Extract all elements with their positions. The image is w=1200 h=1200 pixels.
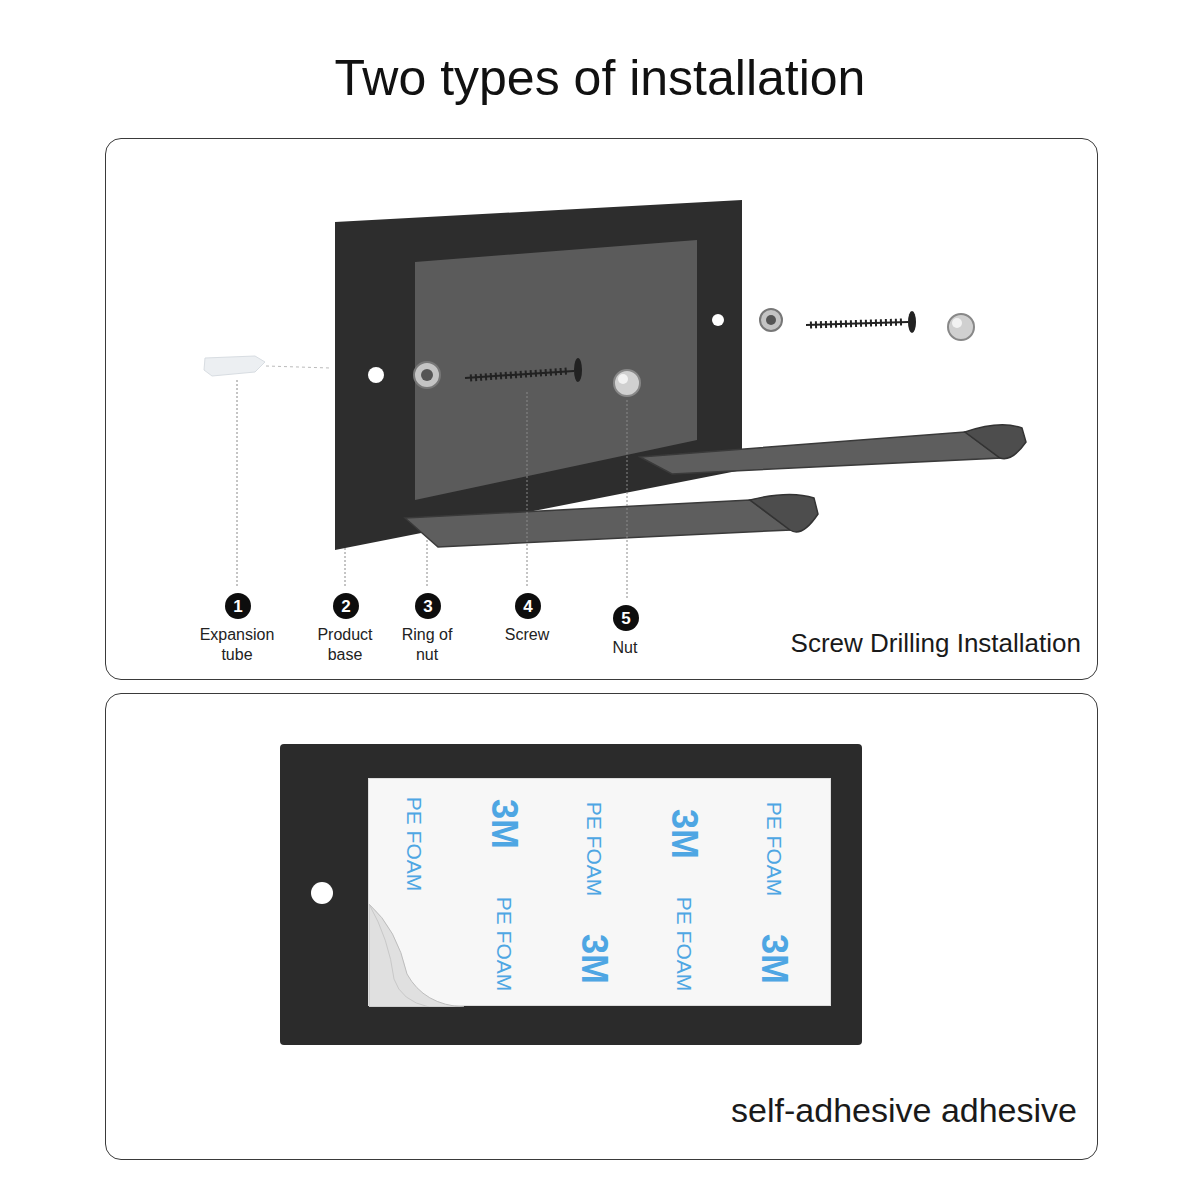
- hook-arm: [405, 494, 818, 547]
- expansion-tube: [204, 356, 265, 376]
- brand-mark: 3M: [486, 799, 522, 849]
- peeled-corner: [369, 904, 429, 1007]
- screw: [908, 311, 916, 333]
- callout-number: 2: [341, 598, 350, 615]
- tape-print: PE FOAM: [404, 797, 425, 892]
- ring-of-nut: [414, 362, 440, 388]
- part-name: Ring of nut: [392, 625, 462, 665]
- hook-arm: [640, 425, 1026, 474]
- nut: [952, 318, 962, 328]
- screw: [470, 371, 568, 378]
- nut: [618, 374, 628, 384]
- brand-mark: 3M: [666, 809, 702, 859]
- mount-hole: [712, 314, 724, 326]
- brand-mark: 3M: [576, 934, 612, 984]
- ring-of-nut: [766, 315, 776, 325]
- callout-number: 5: [621, 610, 630, 627]
- product-base: [280, 744, 862, 1045]
- nut: [614, 370, 640, 396]
- screw: [806, 322, 908, 325]
- part-name: Product base: [305, 625, 385, 665]
- ring-of-nut: [421, 369, 433, 381]
- callout-number: 4: [515, 593, 541, 619]
- screw: [574, 358, 582, 382]
- part-name: Screw: [492, 625, 562, 645]
- callout-number: 5: [613, 605, 639, 631]
- product-base: [335, 200, 742, 550]
- installation-panel: 1 2 3 4 5Screw Drilling Installation: [105, 138, 1098, 680]
- callout-number: 4: [523, 598, 532, 615]
- callout-number: 3: [415, 593, 441, 619]
- adhesive-tape: PE FOAM 3M PE FOAM PE FOAM 3M 3M PE FOAM PE FOA…: [368, 778, 831, 1006]
- brand-mark: 3M: [756, 934, 792, 984]
- callout-number: 3: [423, 598, 432, 615]
- panel-caption: self-adhesive adhesive: [731, 1090, 1077, 1131]
- peeled-corner: [369, 904, 464, 1007]
- installation-panel: PE FOAM 3M PE FOAM PE FOAM 3M 3M PE FOAM PE FOA…: [105, 693, 1098, 1160]
- callout-number: 1: [233, 598, 242, 615]
- mount-hole: [368, 367, 384, 383]
- callout-number: 2: [333, 593, 359, 619]
- mount-hole: [311, 882, 333, 904]
- tape-print: PE FOAM: [584, 802, 605, 897]
- ring-of-nut: [760, 309, 782, 331]
- guide-line: [266, 366, 330, 368]
- tape-print: PE FOAM: [764, 802, 785, 897]
- part-name: Nut: [595, 638, 655, 658]
- panel-caption: Screw Drilling Installation: [791, 628, 1081, 659]
- tape-print: PE FOAM: [674, 897, 695, 992]
- leader-line: [237, 380, 627, 600]
- screw: [810, 322, 902, 325]
- screw: [465, 371, 574, 378]
- title: Two types of installation: [0, 48, 1200, 108]
- nut: [948, 314, 974, 340]
- part-name: Expansion tube: [192, 625, 282, 665]
- callout-number: 1: [225, 593, 251, 619]
- tape-print: PE FOAM: [494, 897, 515, 992]
